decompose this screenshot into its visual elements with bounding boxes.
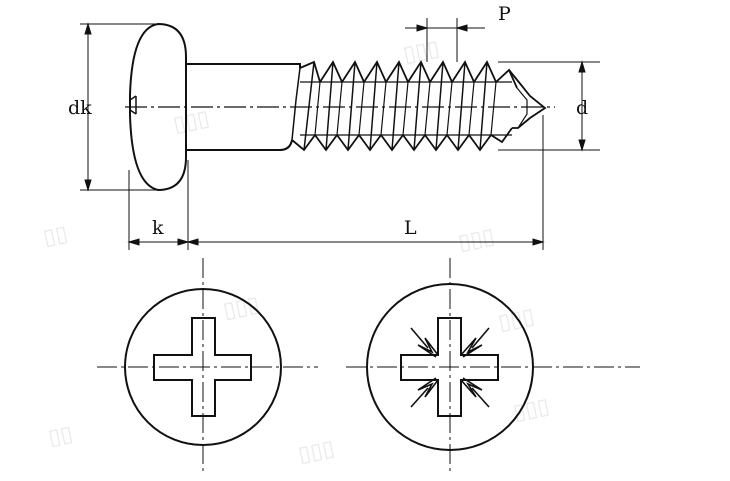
dimension-lines (80, 18, 600, 250)
svg-text:▯▯▯: ▯▯▯ (456, 224, 497, 256)
svg-text:▯▯: ▯▯ (41, 221, 70, 250)
label-k: k (152, 217, 164, 239)
svg-text:▯▯▯: ▯▯▯ (171, 106, 212, 138)
top-view-phillips (97, 258, 318, 472)
label-d: d (576, 97, 588, 119)
watermark-layer: ▯▯▯ ▯▯▯ ▯▯▯ ▯▯▯ ▯▯▯ ▯▯ ▯▯ ▯▯▯ ▯▯▯ (41, 36, 552, 468)
phillips-recess (153, 317, 252, 417)
thread-bottom-crests (291, 127, 513, 152)
label-L: L (404, 217, 417, 239)
screw-head-outline (129, 22, 187, 192)
svg-text:▯▯▯: ▯▯▯ (511, 394, 552, 426)
screw-shank (186, 63, 301, 151)
head-slot (129, 95, 137, 115)
thread-flanks (303, 61, 488, 151)
svg-text:▯▯▯: ▯▯▯ (296, 436, 337, 468)
head-circle-right (366, 283, 534, 451)
head-circle-left (124, 288, 282, 446)
svg-text:▯▯▯: ▯▯▯ (221, 292, 262, 324)
label-dk: dk (68, 97, 92, 119)
svg-text:▯▯▯: ▯▯▯ (496, 304, 537, 336)
screw-tip (508, 69, 547, 129)
top-view-pozidriv (346, 258, 640, 472)
pozidriv-ticks (410, 327, 490, 408)
label-P: P (498, 3, 511, 25)
thread-flanks-back (314, 81, 497, 136)
screw-side-view (129, 22, 547, 192)
svg-text:▯▯: ▯▯ (46, 421, 75, 450)
